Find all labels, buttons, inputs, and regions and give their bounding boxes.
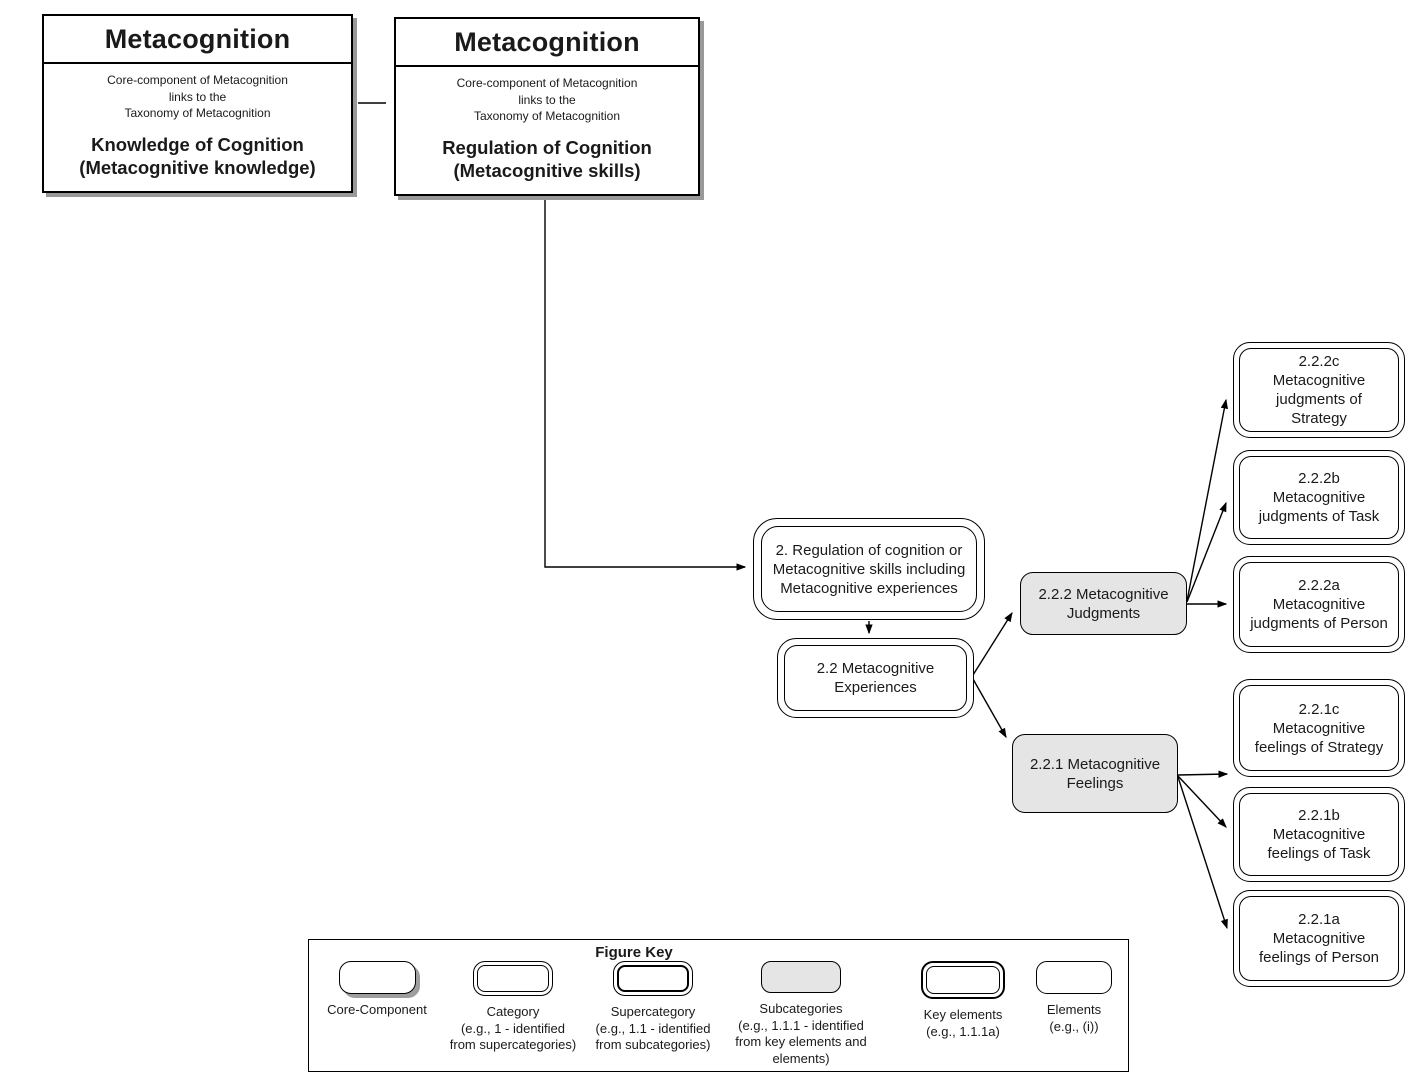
key-item-core-component: Core-Component xyxy=(292,961,462,1019)
key-element-node-2-2-2a-label: 2.2.2a Metacognitive judgments of Person xyxy=(1239,562,1399,647)
key-item-label: Elements (e.g., (i)) xyxy=(1046,1002,1102,1034)
core-box-name: Regulation of Cognition (Metacognitive s… xyxy=(442,136,652,181)
key-item-category: Category (e.g., 1 - identified from supe… xyxy=(428,961,598,1054)
key-element-node-2-2-1c-label: 2.2.1c Metacognitive feelings of Strateg… xyxy=(1239,685,1399,771)
key-element-node-2-2-1a-label: 2.2.1a Metacognitive feelings of Person xyxy=(1239,896,1399,981)
core-component-shape xyxy=(338,961,416,994)
key-elements-shape xyxy=(921,961,1005,999)
subcategory-node-2-2-1: 2.2.1 Metacognitive Feelings xyxy=(1012,734,1178,813)
core-box-subtitle: Core-component of Metacognition links to… xyxy=(456,76,638,123)
key-item-label: Key elements (e.g., 1.1.1a) xyxy=(923,1007,1003,1039)
key-item-supercategory: Supercategory (e.g., 1.1 - identified fr… xyxy=(568,961,738,1054)
key-element-node-2-2-1b-label: 2.2.1b Metacognitive feelings of Task xyxy=(1239,793,1399,876)
key-item-label: Subcategories (e.g., 1.1.1 - identified … xyxy=(735,1001,867,1066)
key-element-node-2-2-1a: 2.2.1a Metacognitive feelings of Person xyxy=(1233,890,1405,987)
key-item-label: Category (e.g., 1 - identified from supe… xyxy=(449,1004,577,1052)
key-element-node-2-2-2a: 2.2.2a Metacognitive judgments of Person xyxy=(1233,556,1405,653)
category-node-2-label: 2. Regulation of cognition or Metacognit… xyxy=(761,526,977,612)
divider xyxy=(396,65,698,67)
core-box-title: Metacognition xyxy=(454,27,640,57)
key-item-label: Core-Component xyxy=(327,1002,427,1017)
subcategory-node-2-2-2: 2.2.2 Metacognitive Judgments xyxy=(1020,572,1187,635)
key-item-elements: Elements (e.g., (i)) xyxy=(989,961,1159,1035)
core-component-regulation-box: Metacognition Core-component of Metacogn… xyxy=(394,17,700,196)
key-item-label: Supercategory (e.g., 1.1 - identified fr… xyxy=(595,1004,711,1052)
subcategories-shape xyxy=(761,961,841,993)
key-item-key-elements: Key elements (e.g., 1.1.1a) xyxy=(878,961,1048,1040)
supercategory-node-2-2: 2.2 Metacognitive Experiences xyxy=(777,638,974,718)
divider xyxy=(44,62,351,64)
elements-shape xyxy=(1036,961,1112,994)
core-box-title: Metacognition xyxy=(104,24,291,54)
key-element-node-2-2-1c: 2.2.1c Metacognitive feelings of Strateg… xyxy=(1233,679,1405,777)
key-element-node-2-2-2c: 2.2.2c Metacognitive judgments of Strate… xyxy=(1233,342,1405,438)
key-element-node-2-2-2b-label: 2.2.2b Metacognitive judgments of Task xyxy=(1239,456,1399,539)
core-component-knowledge-box: Metacognition Core-component of Metacogn… xyxy=(42,14,353,193)
core-box-subtitle: Core-component of Metacognition links to… xyxy=(107,73,288,120)
category-shape xyxy=(473,961,553,996)
figure-key: Figure Key Core-Component Category (e.g.… xyxy=(308,939,1129,1072)
category-node-2: 2. Regulation of cognition or Metacognit… xyxy=(753,518,985,620)
figure-key-title: Figure Key xyxy=(595,944,673,961)
core-box-name: Knowledge of Cognition (Metacognitive kn… xyxy=(79,133,316,178)
supercategory-shape xyxy=(613,961,693,996)
supercategory-node-2-2-label: 2.2 Metacognitive Experiences xyxy=(784,645,967,711)
key-element-node-2-2-2c-label: 2.2.2c Metacognitive judgments of Strate… xyxy=(1239,348,1399,432)
key-element-node-2-2-2b: 2.2.2b Metacognitive judgments of Task xyxy=(1233,450,1405,545)
key-item-subcategories: Subcategories (e.g., 1.1.1 - identified … xyxy=(716,961,886,1067)
key-element-node-2-2-1b: 2.2.1b Metacognitive feelings of Task xyxy=(1233,787,1405,882)
